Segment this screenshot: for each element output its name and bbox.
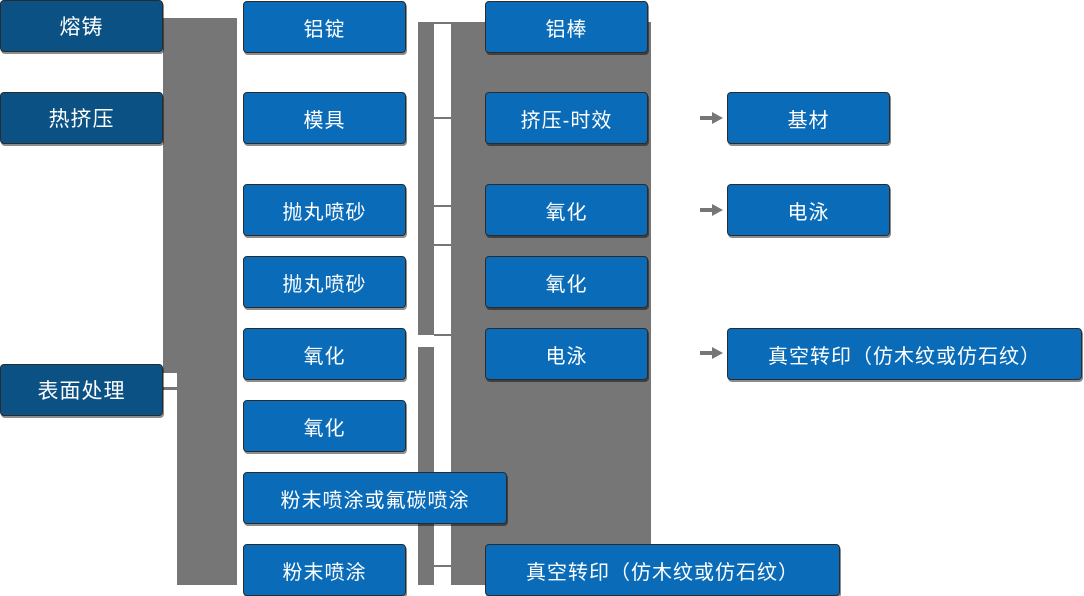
arrow-to-shot-blast-2 — [226, 276, 237, 288]
stage-label-hot-extrude: 热挤压 — [48, 108, 115, 131]
stage-label-melt-cast: 熔铸 — [59, 16, 104, 39]
arrow-to-base-material — [712, 112, 723, 124]
result-label-extrude-aging: 挤压-时效 — [520, 109, 613, 132]
connector-stub-surface-treatment — [163, 387, 187, 390]
result-box-electrophoresis[interactable]: 电泳 — [485, 328, 648, 380]
output-label-electrophoresis: 电泳 — [787, 201, 830, 224]
stage-box-hot-extrude[interactable]: 热挤压 — [0, 92, 163, 144]
ladder-rung-5 — [434, 334, 452, 336]
output-label-base-material: 基材 — [787, 109, 830, 132]
arrow-to-shot-blast-1 — [226, 204, 237, 216]
arrow-to-vacuum-transfer — [712, 347, 723, 359]
ladder-rung-2 — [434, 117, 452, 119]
process-box-shot-blast-1[interactable]: 抛丸喷砂 — [243, 184, 406, 236]
output-box-base-material[interactable]: 基材 — [727, 92, 890, 144]
result-label-oxidation-2: 氧化 — [545, 273, 588, 296]
output-box-electrophoresis[interactable]: 电泳 — [727, 184, 890, 236]
process-box-powder-coating[interactable]: 粉末喷涂 — [243, 544, 406, 596]
process-box-aluminum-ingot[interactable]: 铝锭 — [243, 1, 406, 53]
arrow-to-mold — [226, 112, 237, 124]
ladder-rung-4 — [434, 244, 452, 246]
ladder-rail-left-upper — [418, 22, 434, 335]
result-box-oxidation-2[interactable]: 氧化 — [485, 256, 648, 308]
stage-box-melt-cast[interactable]: 熔铸 — [0, 0, 163, 52]
stage-box-surface-treatment[interactable]: 表面处理 — [0, 364, 163, 416]
process-box-oxidation-1[interactable]: 氧化 — [243, 328, 406, 380]
process-label-mold: 模具 — [303, 109, 346, 132]
ladder-rung-1 — [434, 22, 452, 24]
result-box-vacuum-transfer[interactable]: 真空转印（仿木纹或仿石纹） — [485, 544, 840, 596]
result-box-aluminum-bar[interactable]: 铝棒 — [485, 1, 648, 53]
arrow-stem-to-vacuum-transfer — [700, 351, 714, 355]
output-label-vacuum-transfer: 真空转印（仿木纹或仿石纹） — [768, 345, 1041, 368]
arrow-to-aluminum-ingot — [226, 21, 237, 33]
ladder-rung-3 — [434, 205, 452, 207]
connector-band-left-lower — [177, 373, 237, 585]
process-box-oxidation-2[interactable]: 氧化 — [243, 400, 406, 452]
arrow-to-powder-coating — [226, 564, 237, 576]
arrow-to-oxidation-2 — [226, 420, 237, 432]
process-label-oxidation-2: 氧化 — [303, 417, 346, 440]
process-label-shot-blast-2: 抛丸喷砂 — [282, 273, 367, 296]
process-label-powder-coating: 粉末喷涂 — [282, 561, 367, 584]
result-label-vacuum-transfer: 真空转印（仿木纹或仿石纹） — [526, 561, 799, 584]
process-label-oxidation-1: 氧化 — [303, 345, 346, 368]
ladder-rung-6 — [434, 565, 452, 567]
stage-label-surface-treatment: 表面处理 — [37, 380, 126, 403]
result-label-electrophoresis: 电泳 — [545, 345, 588, 368]
process-box-powder-or-pvdf[interactable]: 粉末喷涂或氟碳喷涂 — [243, 472, 507, 524]
result-box-extrude-aging[interactable]: 挤压-时效 — [485, 92, 648, 144]
arrow-stem-to-base-material — [700, 116, 714, 120]
arrow-stem-to-electrophoresis — [700, 208, 714, 212]
result-label-oxidation-1: 氧化 — [545, 201, 588, 224]
output-box-vacuum-transfer[interactable]: 真空转印（仿木纹或仿石纹） — [727, 328, 1082, 380]
process-label-shot-blast-1: 抛丸喷砂 — [282, 201, 367, 224]
arrow-to-oxidation-1 — [226, 348, 237, 360]
process-label-powder-or-pvdf: 粉末喷涂或氟碳喷涂 — [280, 489, 470, 512]
arrow-to-electrophoresis — [712, 204, 723, 216]
ladder-rail-left-lower — [418, 347, 434, 585]
process-box-mold[interactable]: 模具 — [243, 92, 406, 144]
process-label-aluminum-ingot: 铝锭 — [303, 18, 346, 41]
process-box-shot-blast-2[interactable]: 抛丸喷砂 — [243, 256, 406, 308]
result-box-oxidation-1[interactable]: 氧化 — [485, 184, 648, 236]
connector-band-left-upper — [163, 18, 237, 373]
result-label-aluminum-bar: 铝棒 — [545, 18, 588, 41]
arrow-to-powder-or-pvdf — [226, 492, 237, 504]
